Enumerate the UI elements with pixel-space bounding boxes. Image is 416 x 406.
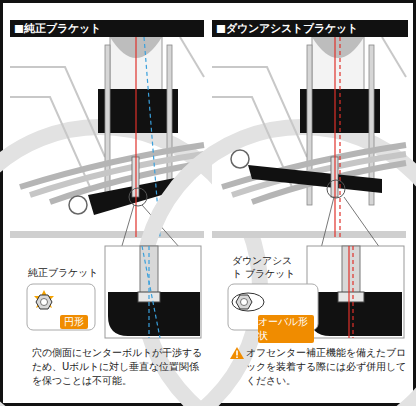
node-text: 円形 xyxy=(64,315,84,329)
warning-icon xyxy=(230,347,244,359)
node-text: オーバル形状 xyxy=(258,315,314,343)
part-label: 純正ブラケット xyxy=(28,266,118,279)
part-label: ダウンアシスト ブラケット xyxy=(232,254,298,280)
section-header: ■ダウンアシストブラケット xyxy=(212,20,408,37)
section-header: ■純正ブラケット xyxy=(10,20,204,37)
node-text: ■ダウンアシストブラケット xyxy=(216,22,358,36)
shape-badge: 円形 xyxy=(60,315,88,329)
explanation-note: 穴の側面にセンターボルトが干渉するため、Uボルトに対し垂直な位置関係を保つことは… xyxy=(32,346,202,388)
node-text: ■純正ブラケット xyxy=(14,22,101,36)
warning-note: オフセンター補正機能を備えたブロックを装着する際には必ず併用してください。 xyxy=(246,346,408,388)
shape-badge: オーバル形状 xyxy=(258,315,314,343)
down-assist-magnified-view xyxy=(307,246,404,338)
stock-magnified-view xyxy=(105,246,201,338)
round-hole-inset xyxy=(27,284,95,330)
